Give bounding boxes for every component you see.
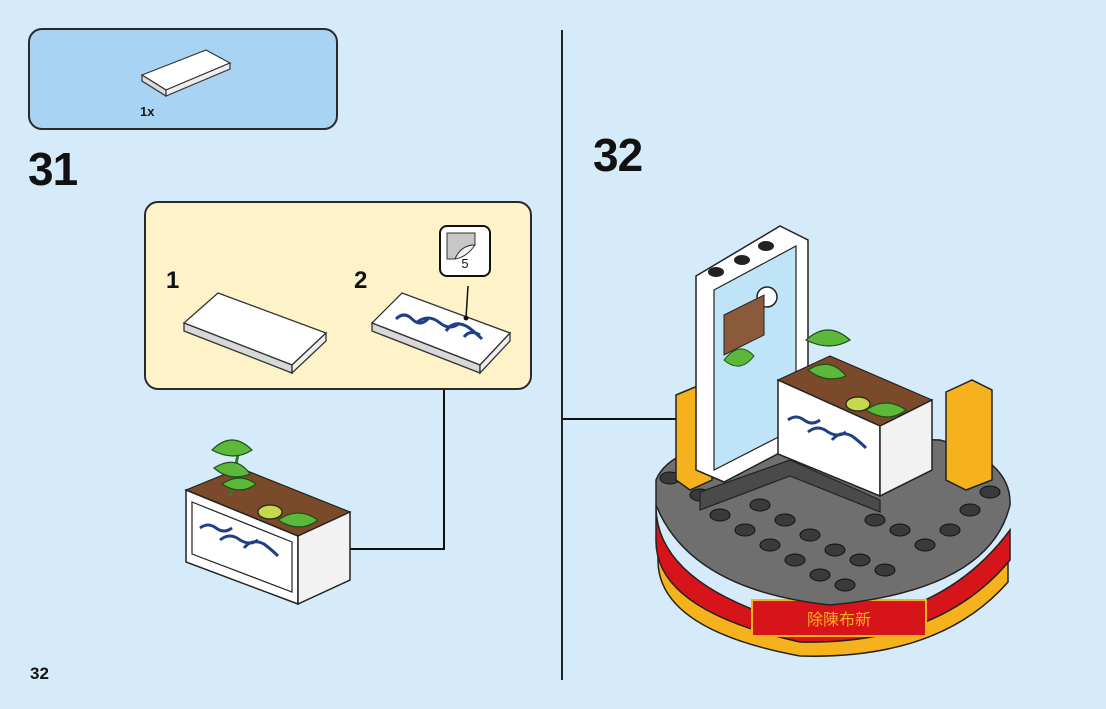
page-number: 32: [30, 664, 49, 683]
step-number-32: 32: [593, 129, 643, 181]
sticker-callout: 5: [439, 225, 491, 277]
parts-callout: 1x: [28, 28, 338, 130]
substep-number-1: 1: [166, 267, 180, 294]
flat-tile-part: [140, 49, 232, 98]
step-number-31: 31: [28, 143, 78, 195]
substep-number-2: 2: [354, 267, 368, 294]
banner-sign-text: 除陳布新: [807, 610, 871, 629]
sub-assembly-box: 1 2: [144, 201, 532, 390]
sticker-peel-icon: [446, 232, 476, 260]
plain-tile-piece: [182, 292, 328, 375]
part-quantity: 1x: [140, 104, 155, 119]
printed-tile-piece: [370, 285, 512, 375]
sticker-number: 5: [461, 256, 469, 271]
step-divider: [561, 30, 563, 680]
